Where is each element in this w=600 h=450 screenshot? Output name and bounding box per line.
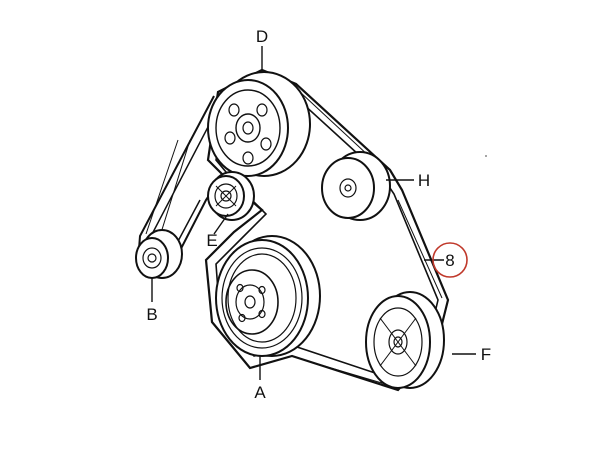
label-b: B [146,305,157,324]
label-f: F [481,345,491,364]
pulley-a [215,235,321,357]
pulley-h [321,151,391,221]
leader-e [213,213,229,235]
callout-circle [432,242,468,278]
pulley-d [207,71,311,177]
pulley-b [135,229,183,279]
pulley-e [207,171,255,221]
label-e: E [206,231,217,250]
label-h: H [418,171,430,190]
callout-number: 8 [445,251,454,270]
pulley-f [365,291,445,389]
leader-lines [151,46,476,380]
label-d: D [256,27,268,46]
stray-dot [485,155,487,157]
label-a: A [254,383,266,402]
